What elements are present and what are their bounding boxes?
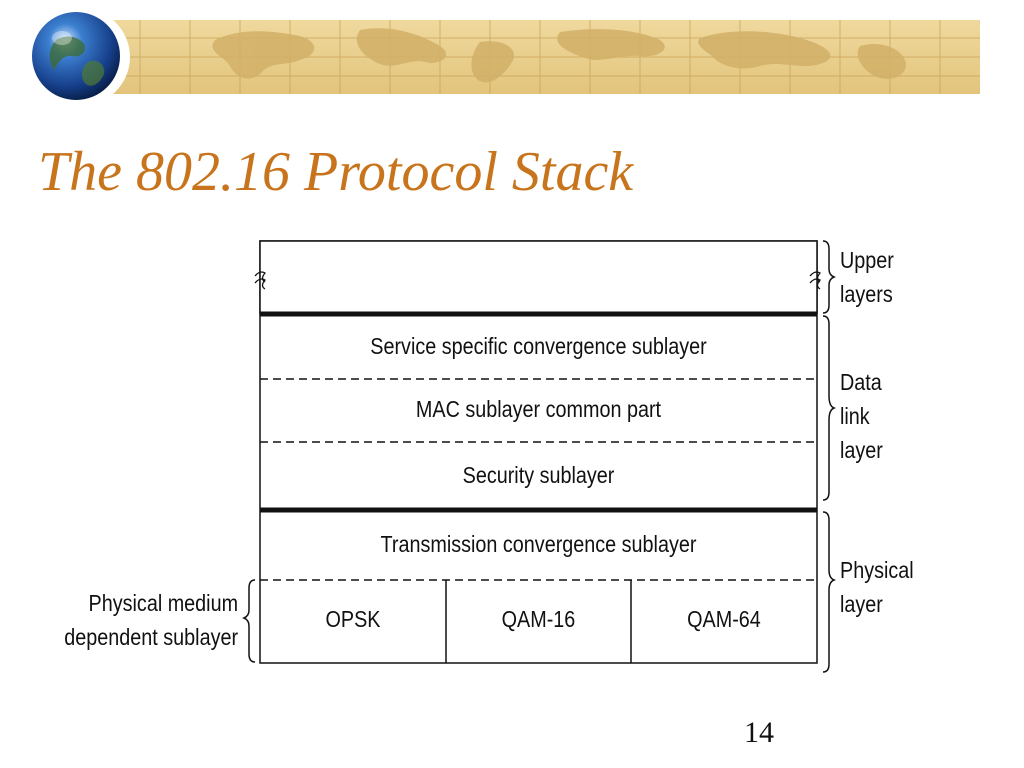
mac-common-part-label: MAC sublayer common part xyxy=(415,396,662,422)
physical-layer-label-line: layer xyxy=(840,591,883,617)
transmission-convergence-label: Transmission convergence sublayer xyxy=(380,531,697,557)
pmd-label-line: Physical medium xyxy=(88,590,238,616)
upper-layers-label-line: Upper xyxy=(840,247,894,273)
upper-layers-label-line: layers xyxy=(840,281,893,307)
data-link-brace xyxy=(822,315,837,501)
data-link-layer-label: Data link layer xyxy=(840,365,883,467)
header-banner xyxy=(26,7,980,107)
modulation-qam-16: QAM-16 xyxy=(501,606,576,632)
physical-layer-brace xyxy=(822,511,837,673)
break-marks xyxy=(254,271,821,290)
globe-icon xyxy=(26,7,130,107)
pmd-brace xyxy=(241,579,256,663)
service-specific-convergence-label: Service specific convergence sublayer xyxy=(370,333,707,359)
upper-layers-box xyxy=(259,240,818,314)
physical-layer-label-line: Physical xyxy=(840,557,914,583)
slide-title: The 802.16 Protocol Stack xyxy=(38,141,634,203)
map-strip xyxy=(88,20,980,94)
upper-layers-brace xyxy=(822,240,837,314)
page-number: 14 xyxy=(744,716,774,749)
pmd-sublayer-label: Physical medium dependent sublayer xyxy=(64,586,238,654)
physical-layer-label: Physical layer xyxy=(840,553,914,621)
modulation-qam-64: QAM-64 xyxy=(687,606,761,632)
pmd-label-line: dependent sublayer xyxy=(64,624,238,650)
data-link-label-line: link xyxy=(840,403,870,429)
data-link-label-line: Data xyxy=(840,369,882,395)
upper-layers-label: Upper layers xyxy=(840,243,894,311)
modulation-opsk: OPSK xyxy=(325,606,381,632)
security-sublayer-label: Security sublayer xyxy=(462,462,615,488)
data-link-label-line: layer xyxy=(840,437,883,463)
